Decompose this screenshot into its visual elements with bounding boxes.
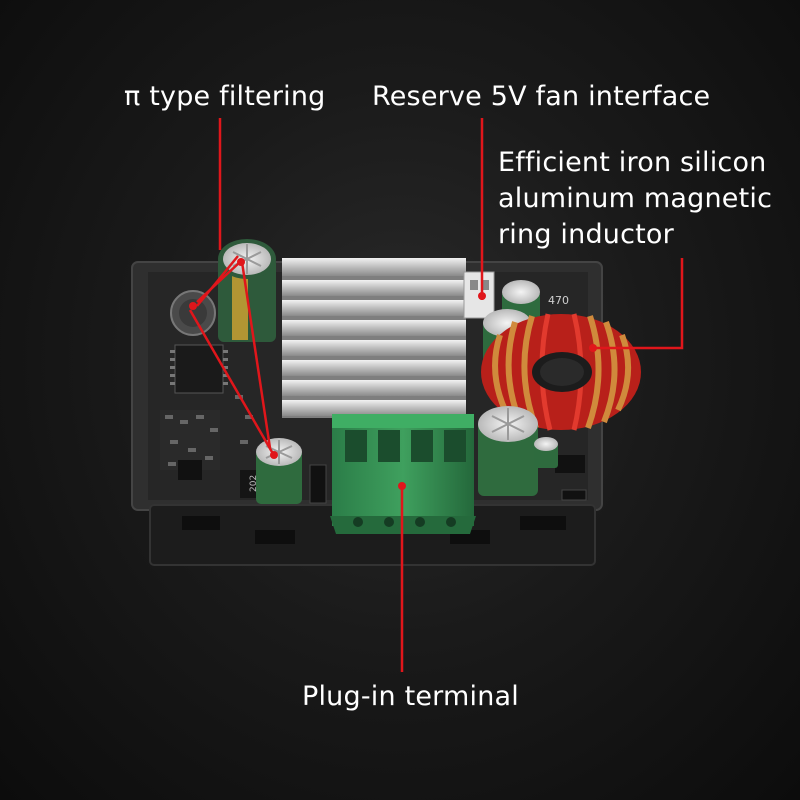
label-inductor-line1: Efficient iron silicon <box>498 147 767 178</box>
plugin-terminal-block <box>330 414 476 534</box>
callout-lines <box>188 118 684 672</box>
label-inductor-line2: aluminum magnetic <box>498 183 773 214</box>
chip-marking: 202 <box>249 475 259 492</box>
capacitor-marking: 470 <box>548 294 569 307</box>
pcb-components: 202 <box>160 344 587 504</box>
label-plugin-terminal: Plug-in terminal <box>302 681 519 712</box>
small-capacitor-right <box>534 437 558 468</box>
heatsink <box>282 258 466 418</box>
output-capacitor <box>478 406 538 496</box>
label-reserve-fan-interface: Reserve 5V fan interface <box>372 81 711 112</box>
label-inductor-line3: ring inductor <box>498 219 674 250</box>
filter-capacitor-bottom <box>256 438 302 504</box>
label-pi-type-filtering: π type filtering <box>124 81 326 112</box>
callout-dots <box>189 258 597 490</box>
